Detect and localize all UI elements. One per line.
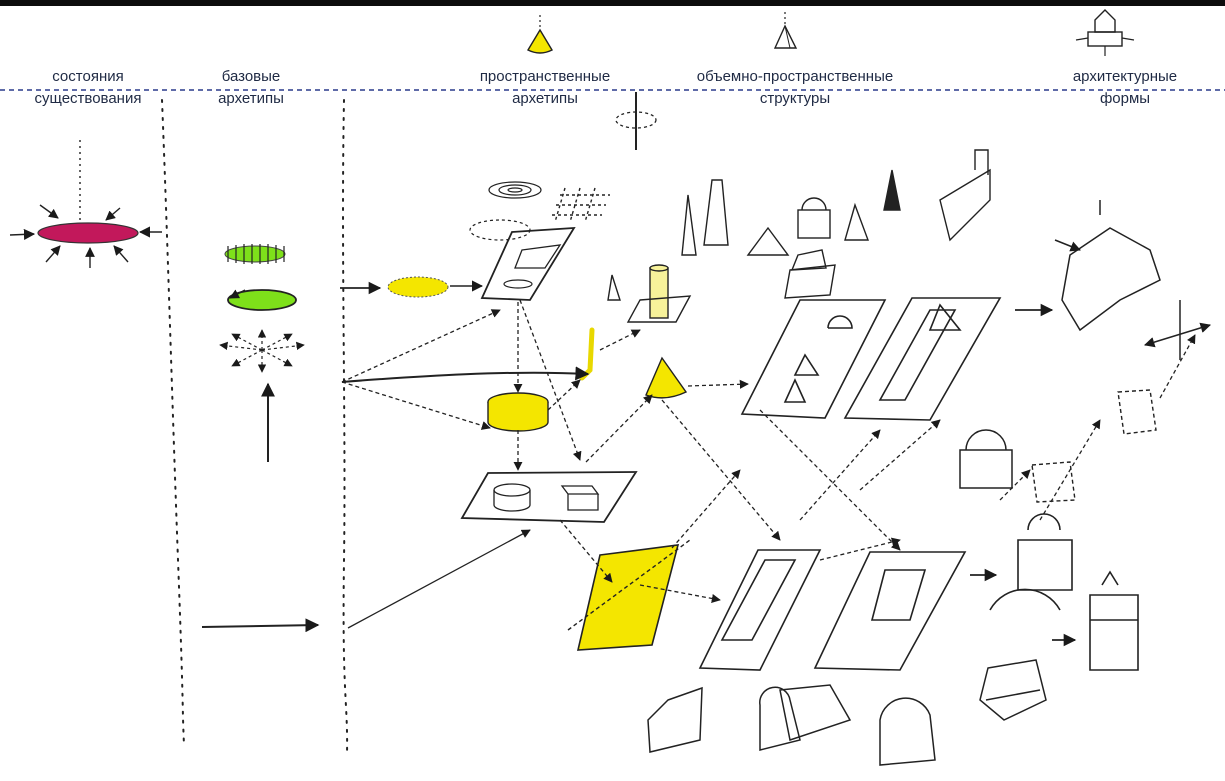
header-line-2: архетипы [512,90,578,107]
right-arrow-bottom [201,618,320,633]
dashed-ring-icon [615,92,657,150]
column-divider-2 [342,99,349,756]
header-line-1: пространственные [479,68,611,85]
temple-icon [1075,9,1135,56]
plate-with-domes [740,299,887,419]
plate-bottom-2 [813,551,967,671]
cone-icon [527,15,553,54]
yellow-hook [579,327,595,381]
dashed-box [1031,461,1076,503]
yellow-cylinder [487,392,549,432]
pyramid-sketch [746,226,790,256]
plate-long-hall [843,297,1002,421]
cross-building [1054,200,1212,360]
header-line-2: существования [34,90,142,107]
radiating-star [219,329,305,373]
yellow-dotted-disc [340,276,484,298]
plate-bottom-1 [698,549,822,671]
header-line-1: состояния [52,68,124,85]
header-line-1: базовые [221,68,281,85]
header-line-2: формы [1099,90,1151,107]
yellow-long-block [567,539,691,651]
arched-cathedral [989,513,1073,611]
flow-arrows [341,299,1196,647]
tower-sketches [607,169,901,301]
diamond-sketch [1117,389,1157,435]
magenta-disc [9,140,162,268]
header-volumetric-structures: объемно-пространственные структуры [660,66,930,110]
header-architectural-forms: архитектурные формы [1050,66,1200,110]
header-states-of-existence: состояния существования [8,66,168,110]
plate-cylinder-box [460,471,638,523]
header-spatial-archetypes: пространственные архетипы [455,66,635,110]
top-border [0,0,1225,6]
header-line-2: структуры [759,90,831,107]
column-divider-1 [161,99,185,746]
header-line-1: архитектурные [1072,68,1178,85]
header-line-1: объемно-пространственные [696,68,894,85]
plate-with-shapes [480,226,576,301]
header-basic-archetypes: базовые архетипы [196,66,306,110]
header-line-2: архетипы [218,90,284,107]
bottom-buildings [647,659,1047,766]
yellow-pillar [626,264,692,323]
green-disc-hatched [224,244,286,264]
yellow-cone [645,356,688,399]
tall-church [1089,570,1139,671]
gabled-hall [939,149,991,242]
pyramid-icon [773,12,798,49]
domed-church-1 [959,429,1013,489]
green-disc-rotating [227,289,297,311]
domed-pavilion [784,197,836,299]
dotted-grid [552,187,610,223]
